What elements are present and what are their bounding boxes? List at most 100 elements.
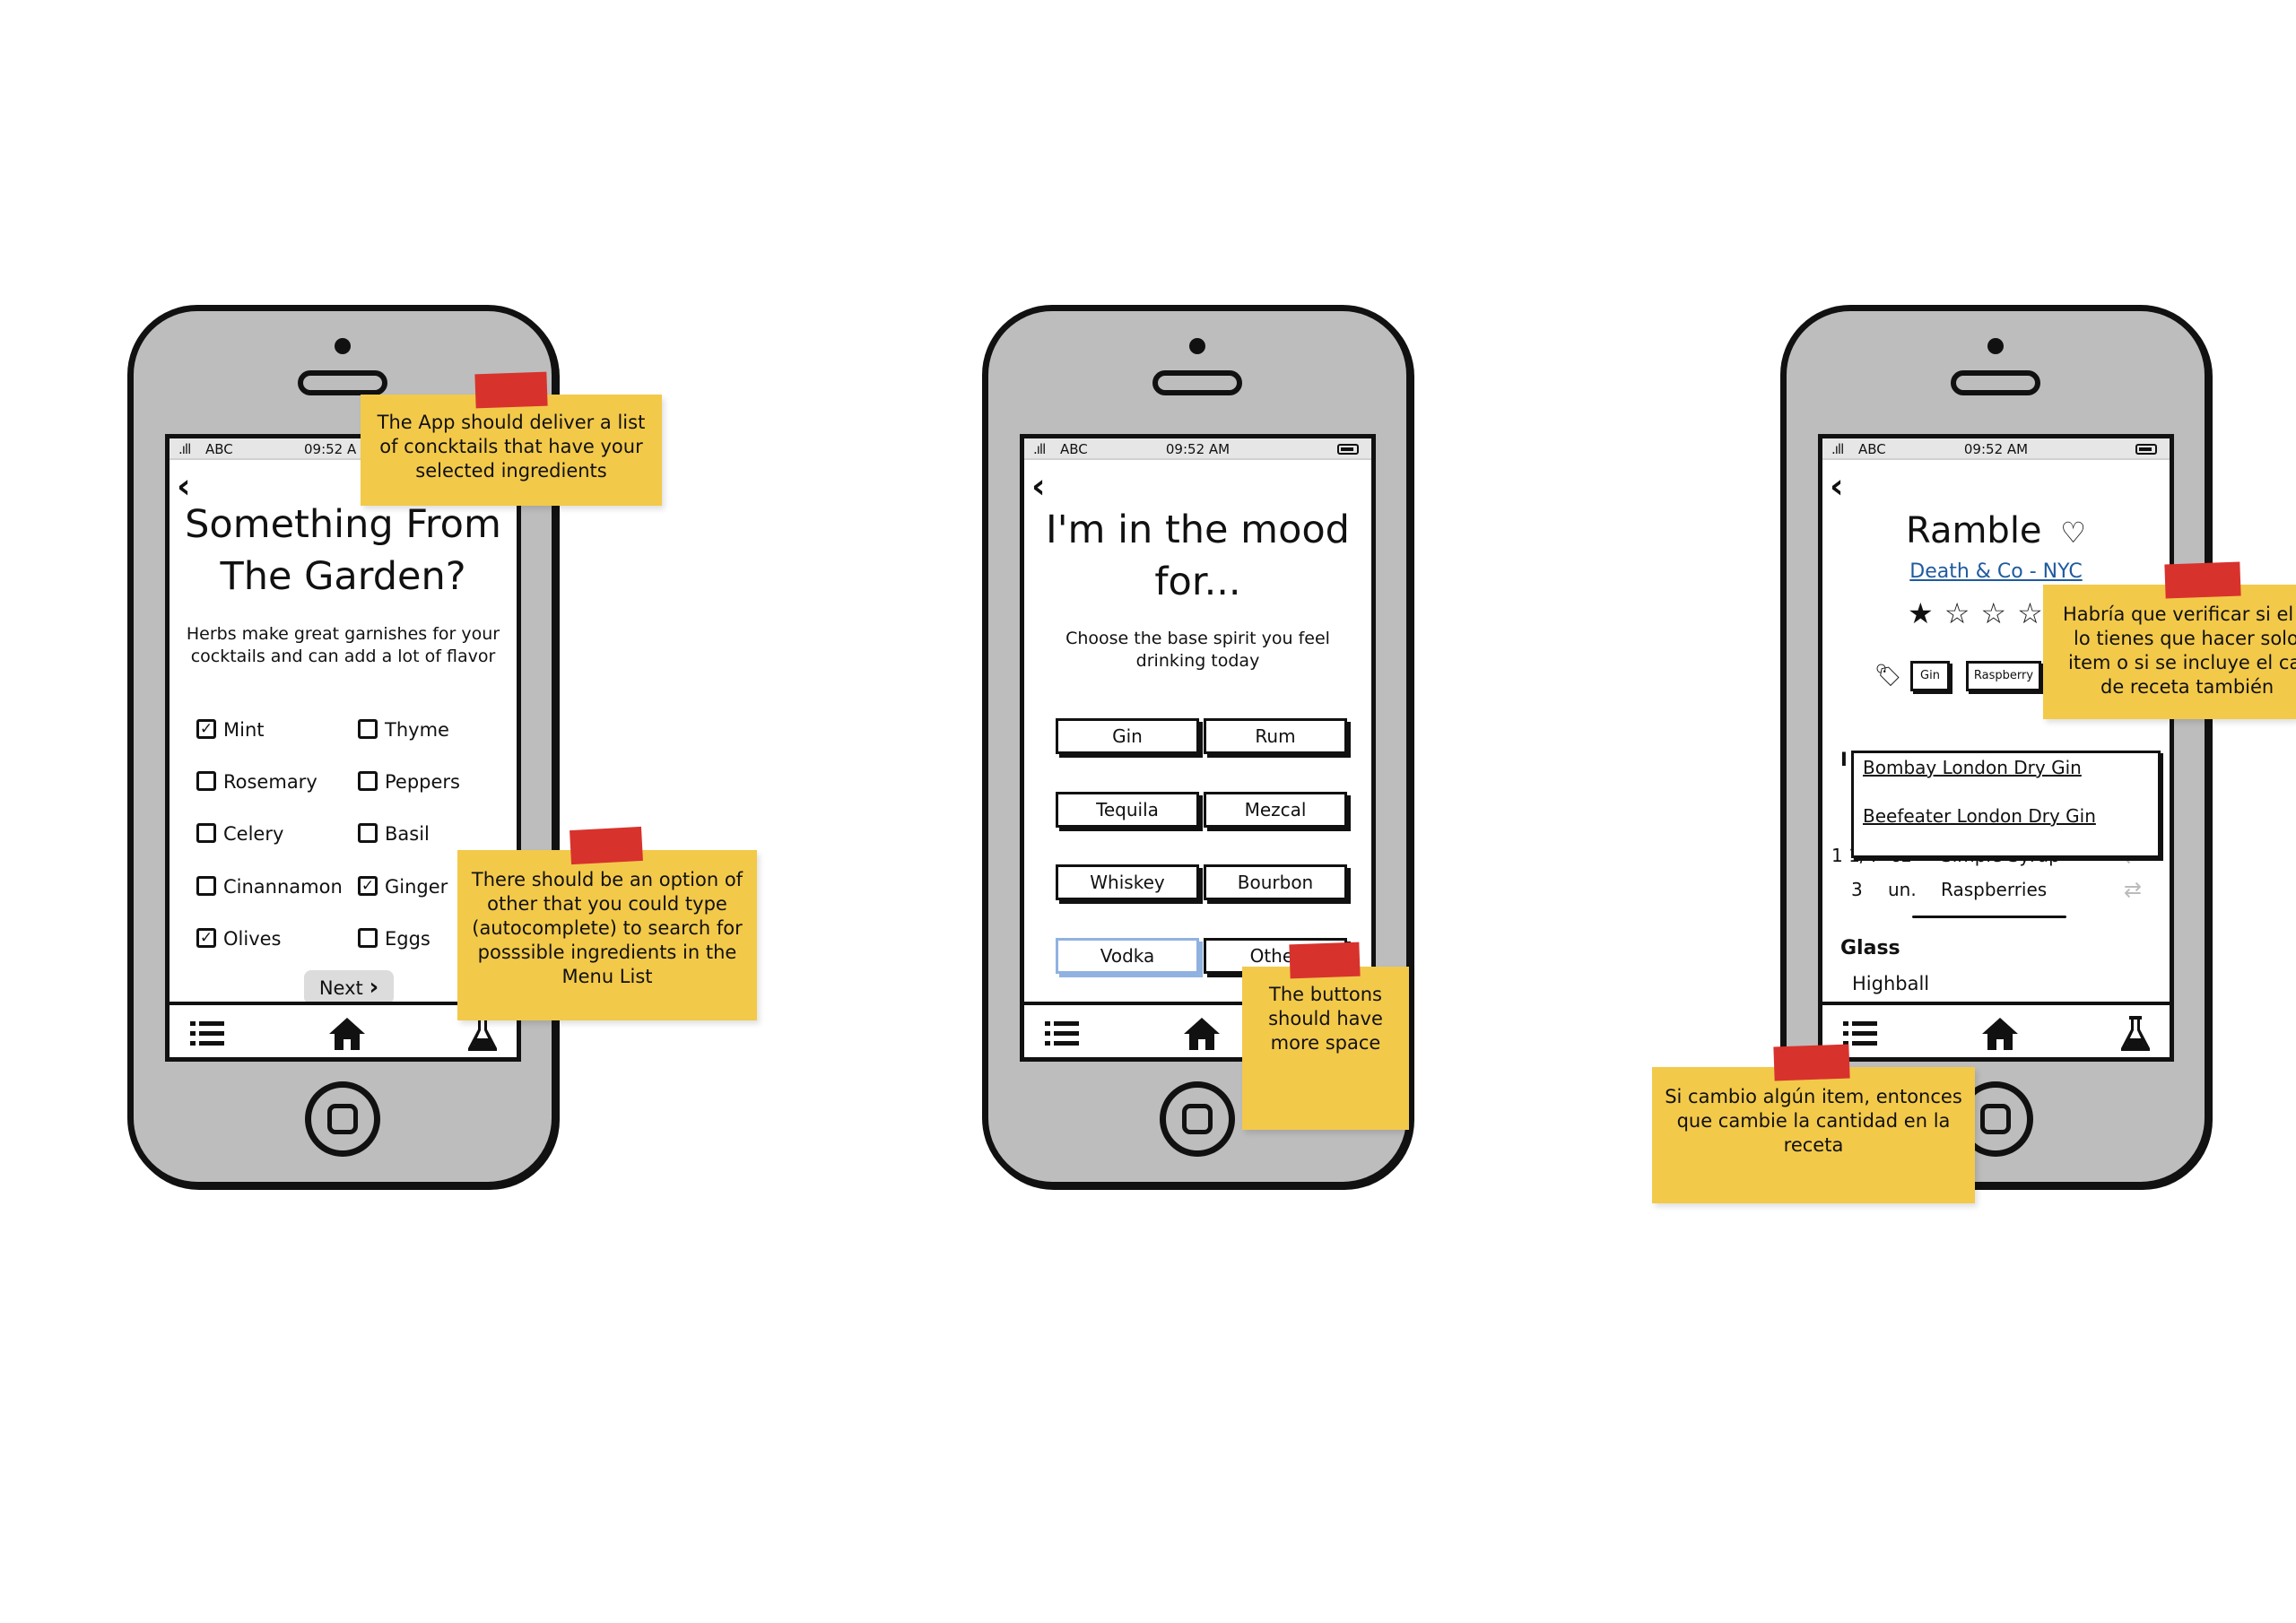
tape-strip xyxy=(2164,561,2241,599)
spirit-button[interactable]: Vodka xyxy=(1056,938,1199,974)
checkbox-checked-icon[interactable]: ✓ xyxy=(196,928,216,948)
ingredient-label: Ginger xyxy=(385,876,448,898)
page-title-line2: The Garden? xyxy=(220,554,466,599)
back-chevron-icon[interactable]: ‹ xyxy=(1830,466,1844,506)
tab-lab[interactable] xyxy=(2109,1012,2162,1054)
ingredient-label: Celery xyxy=(223,823,284,845)
ingredient-label: Cinannamon xyxy=(223,876,343,898)
star-empty-icon[interactable]: ☆ xyxy=(1944,596,1981,630)
heart-icon[interactable]: ♡ xyxy=(2060,516,2086,550)
sticky-note-1: The App should deliver a list of conckta… xyxy=(361,395,662,506)
screen-recipe: .ıll ABC 09:52 AM ‹ Ramble ♡ Death & Co … xyxy=(1818,434,2174,1062)
battery-icon xyxy=(1337,444,1359,455)
note5-line2: que cambie la cantidad en la xyxy=(1676,1110,1951,1132)
home-icon xyxy=(329,1018,365,1050)
ingredient-option[interactable]: ✓ Mint xyxy=(196,716,265,743)
tab-bar xyxy=(1822,1002,2170,1057)
tape-strip xyxy=(1773,1044,1850,1081)
spirit-button[interactable]: Whiskey xyxy=(1056,864,1199,900)
sticky-note-4: Habría que verificar si el t lo tienes q… xyxy=(2043,585,2296,719)
checkbox-icon[interactable] xyxy=(358,823,378,843)
ingredient-option[interactable]: ✓ Ginger xyxy=(358,873,448,900)
page-subtitle-line2: cocktails and can add a lot of flavor xyxy=(190,647,496,666)
checkbox-icon[interactable] xyxy=(196,823,216,843)
sticky-note-2: There should be an option of other that … xyxy=(457,850,757,1020)
swap-icon[interactable]: ⇄ xyxy=(2124,877,2143,902)
spirit-button[interactable]: Rum xyxy=(1204,718,1347,754)
carrier-label: ABC xyxy=(205,441,233,457)
tag-chip[interactable]: Raspberry xyxy=(1966,661,2041,691)
tab-list[interactable] xyxy=(180,1012,234,1054)
ingredient-option[interactable]: Cinannamon xyxy=(196,873,343,900)
signal-icon: .ıll xyxy=(1831,441,1844,457)
gin-option-1[interactable]: Bombay London Dry Gin xyxy=(1863,757,2082,778)
tab-list[interactable] xyxy=(1035,1012,1089,1054)
home-hardware-button[interactable] xyxy=(1160,1081,1235,1157)
tape-strip xyxy=(1289,942,1361,979)
tab-list[interactable] xyxy=(1833,1012,1887,1054)
ingredient-label: Mint xyxy=(223,719,265,741)
ingredient-label: Peppers xyxy=(385,771,460,793)
glass-heading: Glass xyxy=(1840,937,1900,959)
signal-icon: .ıll xyxy=(178,441,191,457)
bar-link-text: Death & Co - NYC xyxy=(1909,560,2083,583)
speaker-grille xyxy=(298,370,387,395)
note2-line5: Menu List xyxy=(561,966,653,987)
tab-home[interactable] xyxy=(1175,1012,1229,1054)
back-chevron-icon[interactable]: ‹ xyxy=(177,466,191,506)
checkbox-checked-icon[interactable]: ✓ xyxy=(358,876,378,896)
flask-icon xyxy=(468,1016,497,1051)
sticky-note-3: The buttons should have more space xyxy=(1242,967,1409,1130)
checkbox-icon[interactable] xyxy=(196,771,216,791)
ingredient-option[interactable]: Thyme xyxy=(358,716,449,743)
note1-line2: of concktails that have your xyxy=(379,436,643,457)
note2-line4: posssible ingredients in the xyxy=(477,942,737,963)
note3-line2: should have xyxy=(1268,1008,1383,1029)
status-time: 09:52 A xyxy=(304,441,357,457)
home-icon xyxy=(1184,1018,1220,1050)
note4-line2: lo tienes que hacer solo xyxy=(2074,628,2296,649)
ingredient-option[interactable]: Peppers xyxy=(358,768,460,795)
ingredient-label: Thyme xyxy=(385,719,449,741)
ingredient-option[interactable]: Celery xyxy=(196,820,283,847)
status-time: 09:52 AM xyxy=(1165,441,1231,457)
status-bar: .ıll ABC 09:52 AM xyxy=(1822,438,2170,460)
ingredient-option[interactable]: ✓Olives xyxy=(196,925,282,952)
gin-option-2[interactable]: Beefeater London Dry Gin xyxy=(1863,805,2096,827)
home-hardware-button[interactable] xyxy=(305,1081,380,1157)
star-empty-icon[interactable]: ☆ xyxy=(1980,596,2018,630)
tag-icon: 🏷 xyxy=(1874,663,1902,688)
ingredient-option[interactable]: Rosemary xyxy=(196,768,317,795)
star-filled-icon[interactable]: ★ xyxy=(1908,596,1944,630)
tab-lab[interactable] xyxy=(456,1012,509,1054)
screen-spirit: .ıll ABC 09:52 AM ‹ I'm in the mood for.… xyxy=(1020,434,1376,1062)
status-time: 09:52 AM xyxy=(1963,441,2029,457)
tab-home[interactable] xyxy=(320,1012,374,1054)
spirit-button[interactable]: Mezcal xyxy=(1204,792,1347,828)
spirit-button[interactable]: Bourbon xyxy=(1204,864,1347,900)
ingredient-option[interactable]: Basil xyxy=(358,820,430,847)
spirit-button[interactable]: Gin xyxy=(1056,718,1199,754)
sticky-note-5: Si cambio algún item, entonces que cambi… xyxy=(1652,1067,1975,1203)
tag-chip[interactable]: Gin xyxy=(1910,661,1950,691)
note5-line1: Si cambio algún item, entonces xyxy=(1665,1086,1962,1107)
ingredient-option[interactable]: Eggs xyxy=(358,925,430,952)
checkbox-icon[interactable] xyxy=(358,719,378,739)
page-subtitle-line2: drinking today xyxy=(1135,651,1260,671)
checkbox-icon[interactable] xyxy=(358,771,378,791)
bar-link[interactable]: Death & Co - NYC xyxy=(1822,560,2170,583)
checkbox-icon[interactable] xyxy=(358,928,378,948)
tape-strip xyxy=(570,826,643,865)
next-button[interactable]: Next › xyxy=(304,970,394,1004)
back-chevron-icon[interactable]: ‹ xyxy=(1031,466,1046,506)
star-empty-icon[interactable]: ☆ xyxy=(2017,596,2054,630)
checkbox-checked-icon[interactable]: ✓ xyxy=(196,719,216,739)
checkbox-icon[interactable] xyxy=(196,876,216,896)
status-bar: .ıll ABC 09:52 AM xyxy=(1024,438,1371,460)
spirit-button[interactable]: Tequila xyxy=(1056,792,1199,828)
camera-dot xyxy=(1987,338,2004,354)
tab-home[interactable] xyxy=(1973,1012,2027,1054)
list-icon xyxy=(190,1020,224,1046)
note5-line3: receta xyxy=(1783,1134,1844,1156)
